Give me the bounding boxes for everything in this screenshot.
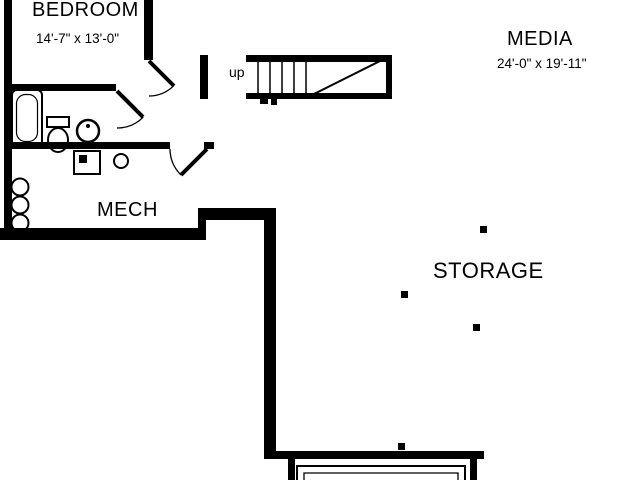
stair-treads — [257, 62, 307, 93]
bathtub-icon — [11, 89, 43, 149]
wall-bedroom-right — [144, 0, 153, 60]
wall-mech-bottom — [0, 228, 206, 240]
stairwell-outer-line — [296, 465, 466, 480]
wall-bottom-bar — [264, 451, 484, 459]
toilet-tank-icon — [46, 116, 70, 128]
storage-label: STORAGE — [433, 258, 544, 283]
toilet-bowl-icon — [47, 127, 69, 153]
equipment-box-icon — [73, 150, 101, 175]
labels: BEDROOM 14'-7" x 13'-0" MEDIA 24'-0" x 1… — [32, 0, 587, 283]
staircase — [246, 55, 392, 105]
stair-newel-post-1 — [260, 96, 268, 104]
mech-label: MECH — [97, 199, 158, 221]
wall-corridor-hinge — [204, 142, 214, 149]
wall-bottom-stub-left — [288, 459, 295, 480]
stairwell-inner-line — [303, 472, 459, 480]
bedroom-label: BEDROOM — [32, 0, 139, 21]
bathtub-inner-line — [15, 93, 39, 143]
column-marker-2 — [401, 291, 408, 298]
stair-top-edge — [246, 55, 392, 62]
tank-icon-2 — [10, 195, 30, 215]
bathroom-door-arc — [116, 116, 144, 129]
column-marker-1 — [480, 226, 487, 233]
wall-storage-vertical — [264, 208, 276, 458]
floor-drain-icon — [113, 153, 129, 169]
stair-right-cap — [386, 55, 392, 99]
doors — [115, 59, 209, 177]
wall-corridor-left — [12, 142, 170, 149]
wall-stair-hall-stub — [200, 55, 208, 99]
bedroom-door-arc — [148, 85, 175, 97]
bathroom-fixtures — [11, 89, 101, 153]
wall-left-exterior — [4, 0, 12, 240]
mech-door-arc — [169, 148, 182, 176]
columns — [398, 226, 487, 450]
tank-icon-1 — [10, 177, 30, 197]
wall-bottom-stub-right — [470, 459, 477, 480]
wall-jog-connector — [198, 208, 206, 240]
media-label: MEDIA — [507, 28, 573, 50]
wall-jog-horizontal — [198, 208, 276, 220]
media-dims: 24'-0" x 19'-11" — [497, 56, 587, 71]
wall-bathroom — [12, 84, 116, 91]
column-marker-4 — [398, 443, 405, 450]
sink-faucet-dot — [86, 124, 90, 128]
stair-newel-post-2 — [271, 99, 277, 105]
stair-bottom-edge — [246, 93, 392, 99]
stair-up-label: up — [229, 64, 245, 80]
bathroom-door-leaf — [115, 89, 145, 119]
bottom-stairwell — [296, 465, 466, 480]
mech-door-leaf — [179, 147, 209, 177]
sink-icon — [75, 118, 101, 144]
tank-icon-3 — [10, 213, 30, 233]
stair-break-line — [307, 55, 391, 98]
mech-equipment — [10, 150, 129, 233]
bedroom-door-leaf — [147, 59, 176, 88]
bedroom-dims: 14'-7" x 13'-0" — [36, 31, 119, 46]
equipment-box-dot — [79, 155, 87, 163]
column-marker-3 — [473, 324, 480, 331]
walls — [0, 0, 484, 480]
